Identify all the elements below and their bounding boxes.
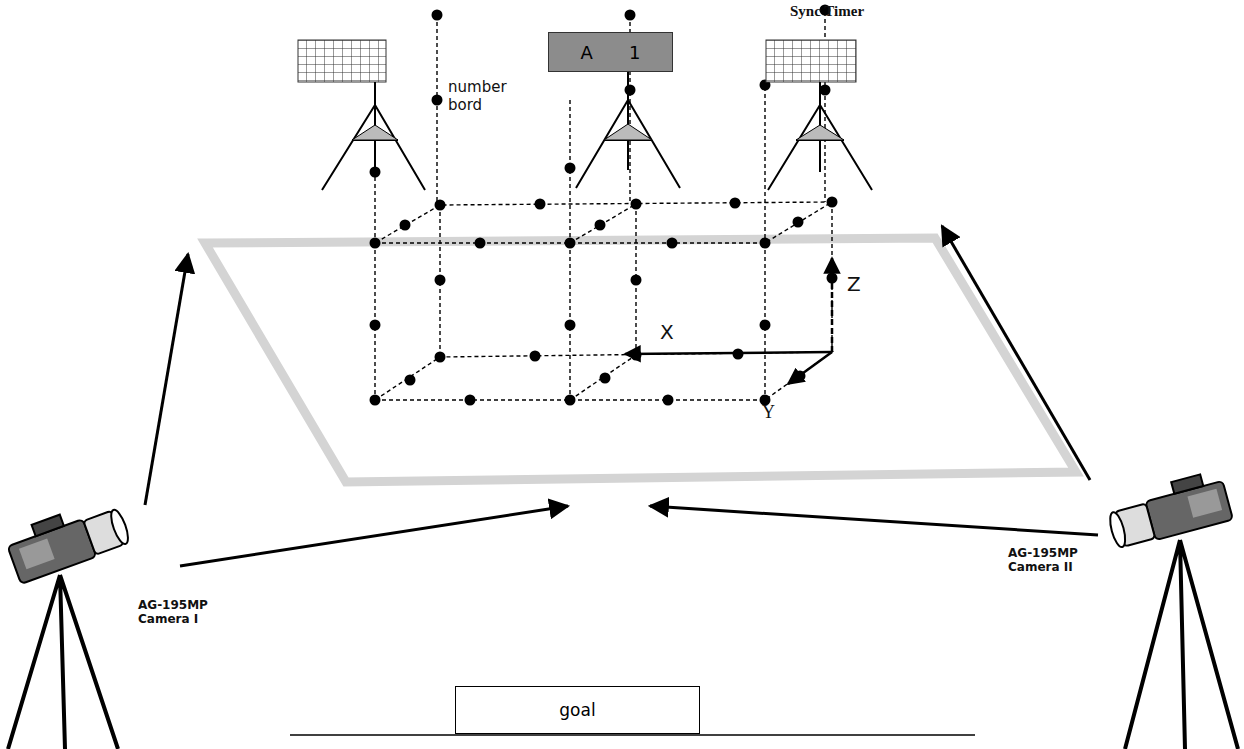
marker-dot [400,220,411,231]
marker-dot [435,275,446,286]
node-text: A [581,42,593,63]
grid-board [766,40,856,82]
marker-dot [565,238,576,249]
camera-icon [3,495,132,749]
axis-label: Z [847,272,861,296]
marker-dot [631,350,642,361]
camera-label: AG-195MP Camera II [1008,546,1096,574]
marker-dot [565,395,576,406]
marker-dot [435,200,446,211]
node-text: goal [559,700,595,720]
tripods [322,72,872,190]
view-arrows [145,226,1098,566]
marker-dot [827,273,838,284]
marker-dot [625,10,636,21]
marker-dot [370,320,381,331]
calibration-frame [375,12,832,400]
marker-dot [595,220,606,231]
goal-line [290,734,975,736]
axis-arrows [625,258,832,384]
marker-dot [667,238,678,249]
marker-dot [625,85,636,96]
field-outline [205,238,1076,482]
marker-dot [663,395,674,406]
number-board: A1 [548,32,673,72]
node-text: 1 [629,42,640,63]
marker-dot [795,371,806,382]
marker-dot [565,320,576,331]
marker-dot [465,395,476,406]
marker-dot [432,10,443,21]
axis-label: X [660,320,674,344]
marker-dot [475,238,486,249]
sync-timer-label: Sync Timer [790,3,864,20]
marker-dot [793,217,804,228]
board-label: number bord [448,78,518,114]
marker-dot [530,351,541,362]
marker-dot [760,320,771,331]
marker-dot [820,85,831,96]
marker-dot [760,238,771,249]
marker-dot [535,199,546,210]
marker-dot [370,238,381,249]
camera-label: AG-195MP Camera I [138,598,218,626]
marker-dot [432,95,443,106]
marker-dot [733,349,744,360]
camera-icon [1104,469,1238,749]
marker-dot [631,199,642,210]
marker-dot [565,163,576,174]
marker-dot [827,197,838,208]
goal-box: goal [455,686,700,734]
marker-dot [370,395,381,406]
marker-dot [405,375,416,386]
marker-dot [600,373,611,384]
marker-dot [730,198,741,209]
marker-dot [631,275,642,286]
grid-board [298,40,386,82]
marker-dot [435,352,446,363]
axis-label: Y [762,402,775,423]
